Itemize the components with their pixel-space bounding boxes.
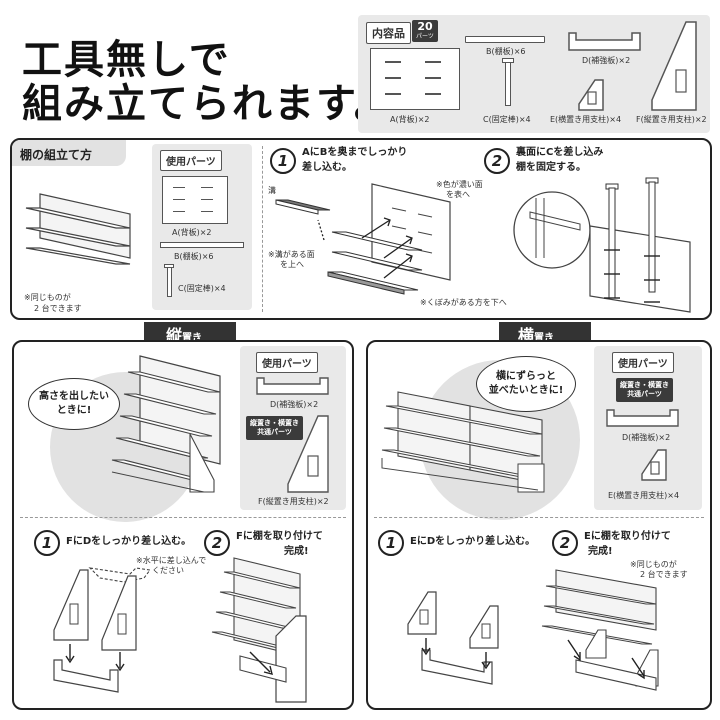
shelf-illustration <box>25 193 131 265</box>
part-e-label: E(横置き用支柱)×4 <box>550 115 622 124</box>
horizontal-used-parts-label: 使用パーツ <box>612 352 674 373</box>
vertical-bubble: 高さを出したいときに! <box>28 378 120 430</box>
shelf-note-line-2: 2 台できます <box>34 304 82 313</box>
shelf-step2-line-1: 裏面にCを差し込み <box>516 147 604 158</box>
shelf-note-line-1: ※同じものが <box>24 293 71 302</box>
shelf-used-parts-label: 使用パーツ <box>160 150 222 171</box>
shelf-step1-number: 1 <box>270 148 296 174</box>
horizontal-dashed-divider <box>374 517 704 518</box>
vertical-step2-illustration <box>211 557 307 703</box>
shelf-step1-note-dark: ※色が濃い面 <box>436 180 483 189</box>
horizontal-step1-number: 1 <box>378 530 404 556</box>
horizontal-bubble: 横にずらっと並べたいときに! <box>476 356 576 412</box>
part-e-horizontal-support <box>578 79 604 111</box>
shelf-used-part-b: B(棚板)×6 <box>174 252 214 261</box>
shelf-step2-number: 2 <box>484 148 510 174</box>
shelf-used-part-c: C(固定棒)×4 <box>178 284 226 293</box>
part-f-vertical-support <box>651 21 697 111</box>
shelf-dashed-divider <box>262 146 263 312</box>
title-line-2: 組み立てられます。 <box>22 81 396 127</box>
vertical-stand-illustration <box>111 355 221 493</box>
vertical-used-parts-label: 使用パーツ <box>256 352 318 373</box>
horizontal-step2-note-2: 2 台できます <box>640 570 688 579</box>
horizontal-used-part-d-icon <box>606 409 679 427</box>
part-a-label: A(背板)×2 <box>390 115 430 124</box>
horizontal-used-part-e-icon <box>641 449 667 481</box>
horizontal-shared-tag: 縦置き・横置き共通パーツ <box>616 378 673 402</box>
shelf-section-title: 棚の組立て方 <box>20 148 93 162</box>
contents-label: 内容品 <box>366 22 411 44</box>
shelf-section-title-bg <box>12 140 126 166</box>
used-part-c-icon <box>167 267 172 297</box>
vertical-step2-line-1: Fに棚を取り付けて <box>236 531 323 542</box>
part-f-label: F(縦置き用支柱)×2 <box>636 115 707 124</box>
part-a-back-panel <box>370 48 460 110</box>
vertical-step2-line-2: 完成! <box>284 546 309 557</box>
horizontal-used-part-d: D(補強板)×2 <box>622 433 671 442</box>
part-c-fixing-rod <box>505 62 511 106</box>
vertical-dashed-divider <box>20 517 346 518</box>
part-d-label: D(補強板)×2 <box>582 56 631 65</box>
horizontal-step1-illustration <box>407 591 499 685</box>
vertical-step1-illustration <box>53 567 151 693</box>
vertical-step1-note-2: ください <box>152 566 184 575</box>
shelf-step1-illustration <box>275 183 451 295</box>
shelf-step1-note-groove-up-2: を上へ <box>280 260 304 269</box>
vertical-step2-number: 2 <box>204 530 230 556</box>
vertical-step1-text: FにDをしっかり差し込む。 <box>66 536 192 547</box>
shelf-step1-line-2: 差し込む。 <box>302 162 352 173</box>
title-line-1: 工具無しで <box>22 37 231 83</box>
used-part-a-icon <box>162 176 228 224</box>
vertical-used-part-f-icon <box>287 415 329 493</box>
horizontal-step2-number: 2 <box>552 530 578 556</box>
horizontal-step1-text: EにDをしっかり差し込む。 <box>410 536 536 547</box>
count-badge: 20 パーツ <box>412 20 438 42</box>
horizontal-used-parts-box <box>594 346 702 510</box>
vertical-used-part-d-icon <box>256 377 329 395</box>
part-b-shelf-board <box>465 36 545 43</box>
part-b-label: B(棚板)×6 <box>486 47 526 56</box>
shelf-step1-note-groove-up: ※溝がある面 <box>268 250 315 259</box>
shelf-step1-note-dark-2: を表へ <box>446 190 470 199</box>
part-d-reinforcement-plate <box>568 32 641 51</box>
vertical-shared-tag: 縦置き・横置き共通パーツ <box>246 416 303 440</box>
vertical-step1-note-1: ※水平に差し込んで <box>136 556 207 565</box>
horizontal-used-part-e: E(横置き用支柱)×4 <box>608 491 680 500</box>
horizontal-step2-illustration <box>541 569 659 691</box>
shelf-step2-illustration <box>513 177 691 313</box>
shelf-step2-line-2: 棚を固定する。 <box>516 162 586 173</box>
horizontal-step2-line-2: 完成! <box>588 546 613 557</box>
horizontal-step2-line-1: Eに棚を取り付けて <box>584 531 671 542</box>
vertical-used-part-f: F(縦置き用支柱)×2 <box>258 497 329 506</box>
shelf-used-part-a: A(背板)×2 <box>172 228 212 237</box>
vertical-used-part-d: D(補強板)×2 <box>270 400 319 409</box>
horizontal-stand-illustration <box>381 391 545 493</box>
part-c-label: C(固定棒)×4 <box>483 115 531 124</box>
shelf-step1-line-1: AにBを奥までしっかり <box>302 147 408 158</box>
horizontal-step2-note-1: ※同じものが <box>630 560 677 569</box>
shelf-step1-note-dent: ※くぼみがある方を下へ <box>420 298 507 307</box>
used-part-b-icon <box>160 242 244 248</box>
vertical-step1-number: 1 <box>34 530 60 556</box>
shelf-step1-groove-label: 溝 <box>268 186 276 195</box>
